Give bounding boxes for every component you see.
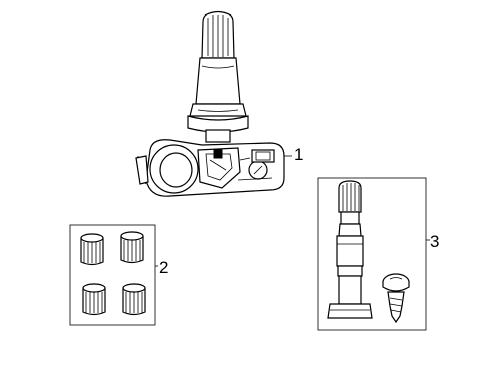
metal-valve-stem xyxy=(327,180,373,319)
valve-cap-4 xyxy=(122,283,146,316)
callout-caps: 2 xyxy=(159,258,169,277)
sensor-valve-stem xyxy=(187,57,249,143)
callout-sensor: 1 xyxy=(294,145,304,164)
mounting-screw xyxy=(382,273,410,324)
valve-cap-1 xyxy=(80,233,104,266)
cap-set-frame xyxy=(69,224,156,326)
tpms-sensor-assembly xyxy=(135,10,292,197)
callout-valve-kit: 3 xyxy=(430,232,440,251)
valve-cap-set xyxy=(69,224,158,326)
sensor-valve-cap xyxy=(201,10,235,59)
cap-group xyxy=(80,231,146,316)
valve-stem-kit xyxy=(317,177,430,331)
valve-kit-frame xyxy=(317,177,427,331)
valve-cap-3 xyxy=(82,283,106,316)
sensor-housing xyxy=(135,139,285,197)
valve-cap-2 xyxy=(120,231,144,264)
